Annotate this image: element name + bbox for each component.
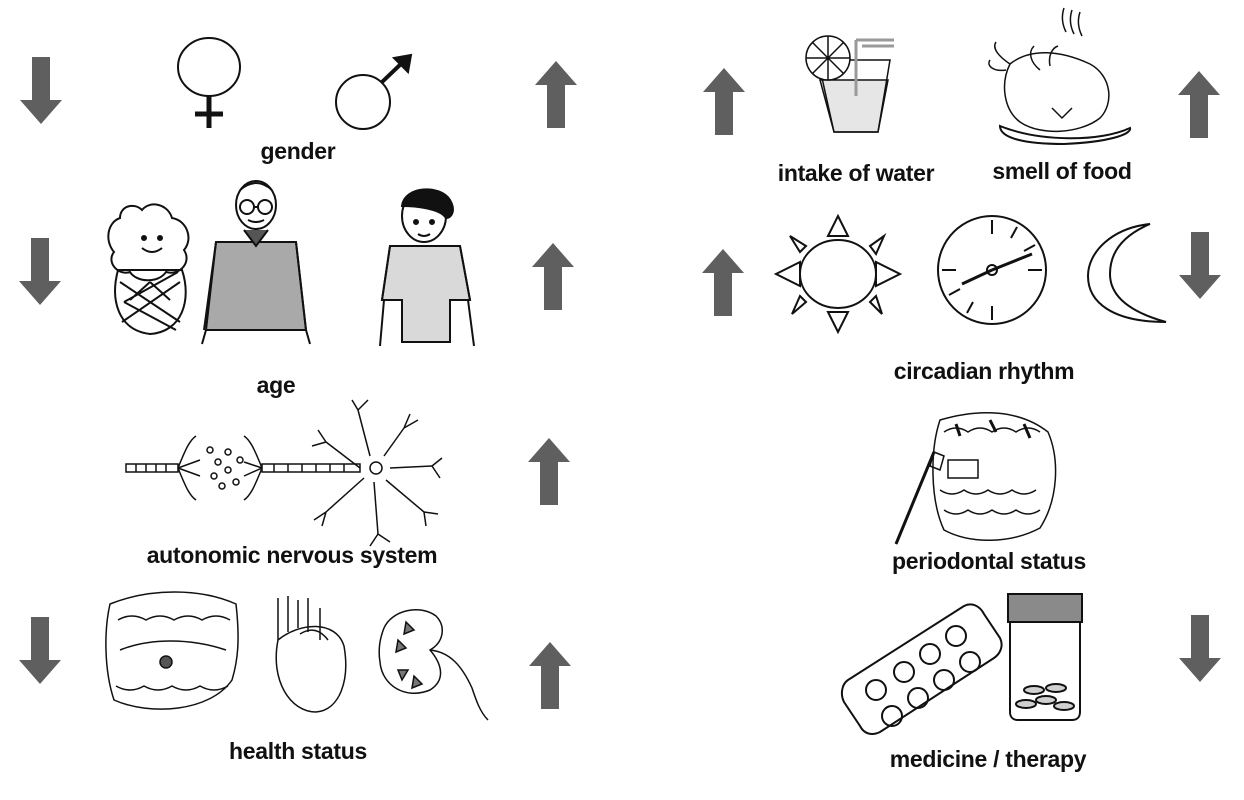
age-increase-arrow [532,243,574,310]
young-man-icon [379,188,475,347]
pill-blister-icon [840,603,1003,735]
heart-icon [275,596,347,713]
label-circadian-rhythm: circadian rhythm [893,358,1075,384]
circadian-increase-arrow [702,249,744,316]
kidney-icon [378,609,489,721]
label-smell-of-food: smell of food [992,158,1132,184]
water-glass-icon [805,35,894,133]
food-increase-arrow [1178,71,1220,138]
neuron-icon [311,399,443,547]
gender-increase-arrow [535,61,577,128]
male-symbol-icon [335,53,413,130]
water-increase-arrow [703,68,745,135]
circadian-decrease-arrow [1179,232,1221,299]
label-age: age [256,372,296,398]
autonomic-increase-arrow [528,438,570,505]
medicine-decrease-arrow [1179,615,1221,682]
gender-decrease-arrow [20,57,62,124]
teeth-toothbrush-icon [894,412,1057,545]
clock-icon [937,215,1047,325]
sun-icon [773,213,903,335]
label-intake-of-water: intake of water [777,160,935,186]
teeth-lesion-icon [105,591,239,710]
label-periodontal-status: periodontal status [892,548,1086,574]
label-medicine-therapy: medicine / therapy [889,746,1087,772]
elderly-man-icon [201,180,311,345]
label-autonomic-nervous-system: autonomic nervous system [146,542,438,568]
female-symbol-icon [177,37,241,128]
baby-icon [107,203,190,336]
moon-icon [1086,223,1167,323]
label-health-status: health status [229,738,367,764]
age-decrease-arrow [19,238,61,305]
health-decrease-arrow [19,617,61,684]
pill-bottle-icon [1007,593,1083,721]
roast-chicken-icon [988,7,1131,146]
health-increase-arrow [529,642,571,709]
label-gender: gender [260,138,336,164]
synapse-icon [125,435,361,501]
